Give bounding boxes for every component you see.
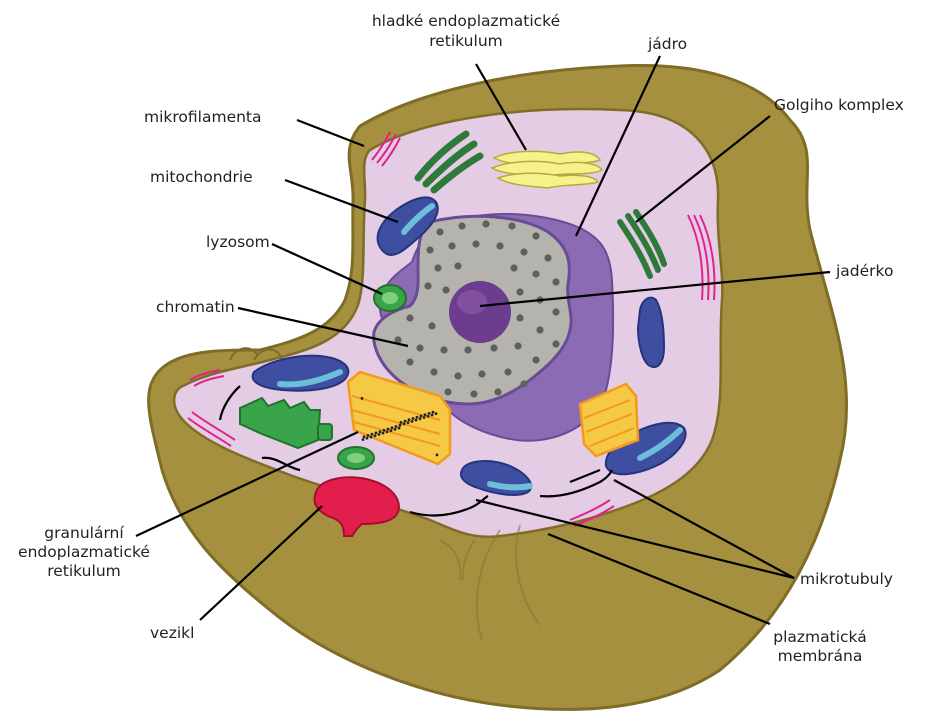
ribosome-dot [411,420,414,423]
chromatin-dot [552,308,559,315]
ribosome-dot [378,433,381,436]
ribosome-dot [394,428,397,431]
label-vesicle: vezikl [150,624,194,642]
chromatin-dot [434,264,441,271]
label-microtubules: mikrotubuly [800,570,893,588]
ribosome-dot [416,416,419,419]
chromatin-dot [510,264,517,271]
chromatin-dot [444,388,451,395]
chromatin-dot [416,344,423,351]
ribosome-dot [427,415,430,418]
smooth-er [492,151,602,188]
label-plasma-membrane: plazmatickámembrána [773,628,866,665]
chromatin-dot [472,240,479,247]
nucleolus-highlight [457,290,487,314]
ribosome-dot [403,423,406,426]
chromatin-dot [532,270,539,277]
ribosome-dot [374,434,377,437]
ribosome-dot [431,414,434,417]
ribosome-dot [366,437,369,440]
ribosome-dot [390,429,393,432]
chromatin-dot [552,278,559,285]
label-chromatin: chromatin [156,298,235,316]
chromatin-dot [508,222,515,229]
ribosome-dot [424,413,427,416]
chromatin-dot [532,232,539,239]
chromatin-dot [448,242,455,249]
chromatin-dot [494,388,501,395]
green-vesicle-inner [347,453,365,463]
chromatin-dot [464,346,471,353]
ribosome-dot [419,417,422,420]
ribosome-dot [379,430,382,433]
ribosome-dot [420,415,423,418]
chromatin-dot [454,262,461,269]
chromatin-dot [424,282,431,289]
label-golgi: Golgiho komplex [774,96,904,114]
chromatin-dot [454,372,461,379]
chromatin-dot [516,288,523,295]
chromatin-dot [478,370,485,377]
ribosome-dot [415,419,418,422]
ribosome-dot [387,428,390,431]
chromatin-dot [428,322,435,329]
ribosome-dot [432,411,435,414]
ribosome-dot [436,453,439,456]
chromatin-dot [520,248,527,255]
ribosome-dot [412,417,415,420]
chromatin-dot [536,326,543,333]
label-lysosome: lyzosom [206,233,270,251]
ribosome-dot [407,421,410,424]
chromatin-dot [544,254,551,261]
ribosome-dot [395,425,398,428]
chromatin-dot [426,246,433,253]
ribosome-dot [375,431,378,434]
ribosome-dot [386,430,389,433]
lysosome-inner [382,292,398,304]
chromatin-dot [532,356,539,363]
label-nucleus: jádro [647,35,687,53]
ribosome-dot [423,416,426,419]
ribosome-dot [370,436,373,439]
chromatin-dot [430,368,437,375]
ribosome-dot [398,427,401,430]
ribosome-dot [428,412,431,415]
ribosome-dot [399,424,402,427]
chromatin-dot [520,380,527,387]
ribosome-dot [400,421,403,424]
chromatin-dot [406,358,413,365]
label-mitochondria: mitochondrie [150,168,253,186]
chromatin-dot [496,242,503,249]
chromatin-dot [442,286,449,293]
ribosome-dot [361,397,364,400]
ribosome-dot [404,420,407,423]
chromatin-dot [440,346,447,353]
chromatin-dot [436,228,443,235]
chromatin-dot [516,314,523,321]
chromatin-dot [482,220,489,227]
label-nucleolus: jadérko [835,262,893,280]
label-microfilaments: mikrofilamenta [144,108,262,126]
chromatin-dot [470,390,477,397]
ribosome-dot [363,435,366,438]
chromatin-dot [504,368,511,375]
ribosome-dot [435,412,438,415]
chromatin-dot [552,340,559,347]
chromatin-dot [490,344,497,351]
ribosome-dot [391,426,394,429]
ribosome-dot [362,438,365,441]
ribosome-dot [383,429,386,432]
ribosome-dot [367,434,370,437]
ribosome-dot [382,432,385,435]
ribosome-dot [371,433,374,436]
chromatin-dot [514,342,521,349]
ribosome-dot [408,418,411,421]
chromatin-dot [458,222,465,229]
chromatin-dot [406,314,413,321]
